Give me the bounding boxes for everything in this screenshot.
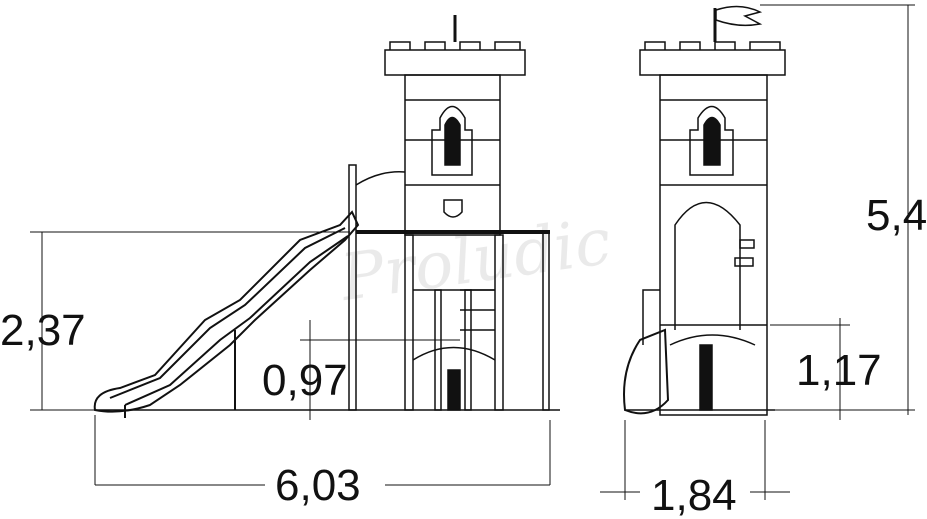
dim-total-height: 5,4 — [866, 191, 927, 240]
dim-slide-height: 2,37 — [0, 306, 86, 355]
roof-arc — [355, 171, 406, 186]
side-slide — [623, 328, 670, 415]
dimension-lines — [30, 4, 915, 500]
dim-side-platform-height: 1,17 — [796, 346, 882, 395]
tower-body — [659, 74, 768, 416]
side-elevation — [623, 5, 786, 416]
watermark: Proludic — [335, 205, 615, 316]
dim-total-length: 6,03 — [275, 461, 361, 510]
front-post — [348, 164, 357, 411]
shield-icon — [443, 199, 463, 218]
tower-body — [404, 74, 501, 236]
window — [689, 105, 734, 176]
dim-side-width: 1,84 — [651, 471, 737, 519]
dim-platform-height: 0,97 — [262, 356, 348, 405]
tower — [384, 15, 526, 411]
front-elevation — [93, 15, 560, 418]
arch-door — [674, 201, 741, 330]
slide — [93, 210, 360, 418]
flag — [715, 5, 763, 27]
window — [431, 105, 473, 176]
rear-post — [542, 231, 550, 411]
